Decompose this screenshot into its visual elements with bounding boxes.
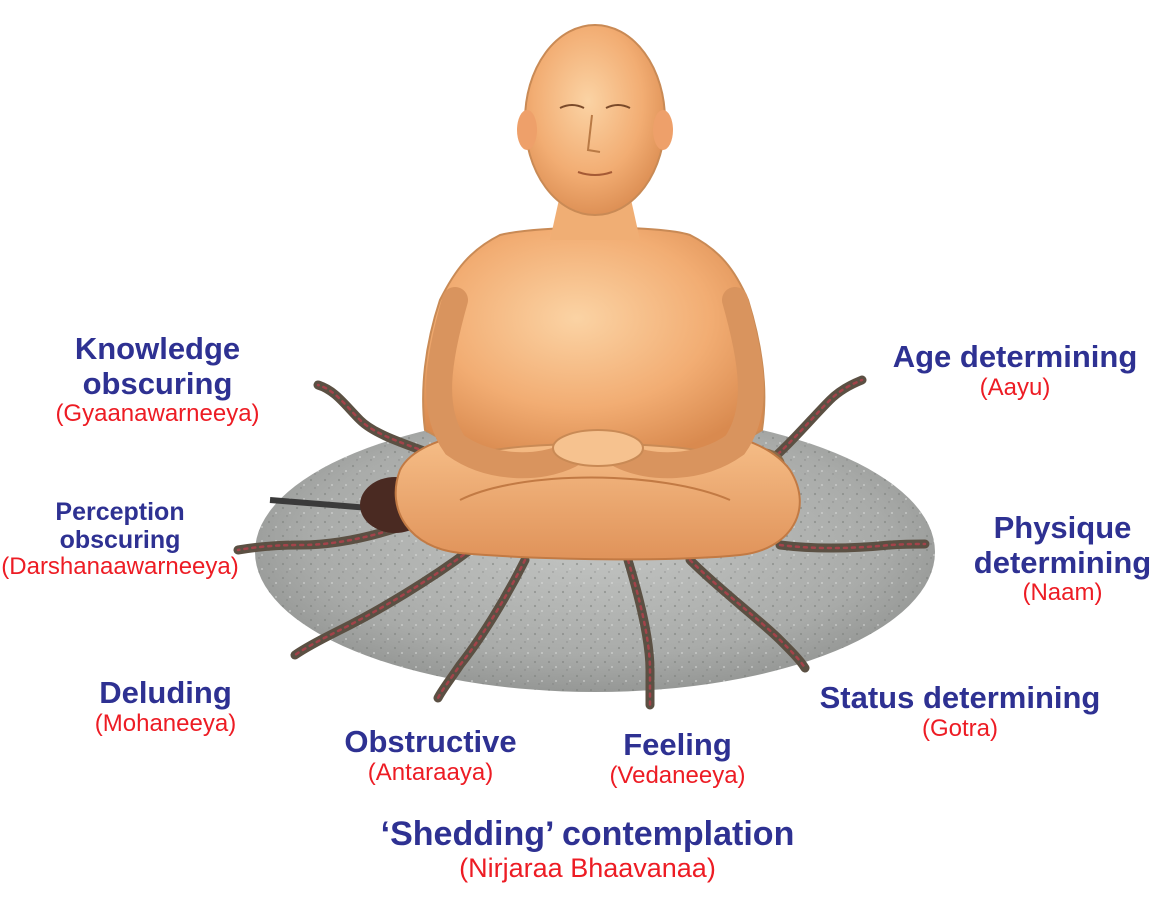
- karma-term: (Naam): [960, 580, 1165, 607]
- label-status-determining: Status determining (Gotra): [795, 681, 1125, 743]
- label-feeling: Feeling (Vedaneeya): [580, 728, 775, 790]
- caption-title: ‘Shedding’ contemplation: [330, 815, 845, 853]
- karma-name: Deluding: [58, 676, 273, 711]
- karma-name: Obstructive: [318, 725, 543, 760]
- karma-name: Age determining: [870, 340, 1160, 375]
- label-knowledge-obscuring: Knowledge obscuring (Gyaanawarneeya): [20, 332, 295, 428]
- karma-name-line2: obscuring: [20, 367, 295, 402]
- karma-name: Perception: [0, 498, 240, 526]
- karma-term: (Aayu): [870, 375, 1160, 402]
- head: [525, 25, 665, 215]
- karma-term: (Vedaneeya): [580, 763, 775, 790]
- karma-term: (Gotra): [795, 716, 1125, 743]
- karma-term: (Gyaanawarneeya): [20, 401, 295, 428]
- karma-name: Status determining: [795, 681, 1125, 716]
- label-physique-determining: Physique determining (Naam): [960, 511, 1165, 607]
- karma-term: (Darshanaawarneeya): [0, 554, 240, 581]
- caption-subtitle: (Nirjaraa Bhaavanaa): [330, 853, 845, 883]
- label-perception-obscuring: Perception obscuring (Darshanaawarneeya): [0, 498, 240, 581]
- karma-name-line2: obscuring: [0, 526, 240, 554]
- label-deluding: Deluding (Mohaneeya): [58, 676, 273, 738]
- karma-name-line2: determining: [960, 546, 1165, 581]
- karma-name: Physique: [960, 511, 1165, 546]
- label-age-determining: Age determining (Aayu): [870, 340, 1160, 402]
- karma-name: Knowledge: [20, 332, 295, 367]
- karma-term: (Mohaneeya): [58, 711, 273, 738]
- label-obstructive: Obstructive (Antaraaya): [318, 725, 543, 787]
- karma-term: (Antaraaya): [318, 760, 543, 787]
- meditating-figure: [396, 25, 800, 559]
- karma-name: Feeling: [580, 728, 775, 763]
- caption: ‘Shedding’ contemplation (Nirjaraa Bhaav…: [330, 815, 845, 883]
